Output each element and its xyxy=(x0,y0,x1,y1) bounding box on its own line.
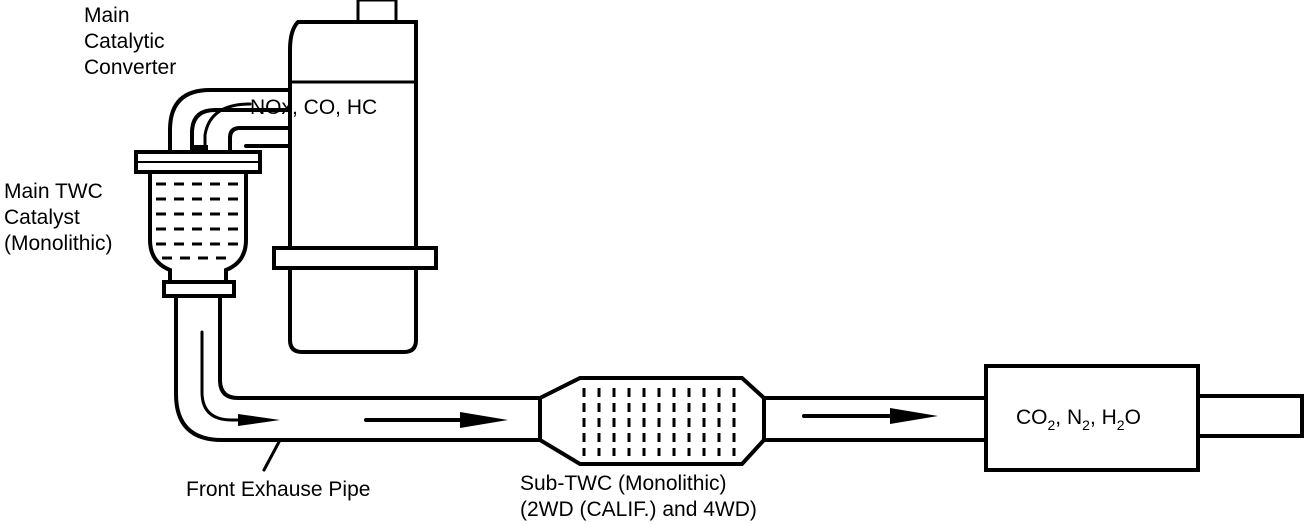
gases-in-label: NOx, CO, HC xyxy=(250,96,377,119)
front-pipe-label: Front Exhause Pipe xyxy=(186,478,370,501)
rear-exhaust-pipe xyxy=(762,396,988,442)
front-exhaust-pipe xyxy=(174,294,542,442)
converter-inlet-pipes xyxy=(168,88,292,154)
muffler xyxy=(984,364,1304,472)
gases-out-label: CO2, N2, H2O xyxy=(1016,406,1141,433)
sub-twc-cells xyxy=(582,388,736,456)
main-twc-catalyst xyxy=(134,150,262,298)
sub-twc-label: Sub-TWC (Monolithic) (2WD (CALIF.) and 4… xyxy=(520,472,757,521)
sub-twc xyxy=(538,376,766,466)
main-catalytic-converter xyxy=(272,0,438,354)
twc-monolith-cells xyxy=(156,182,240,260)
front-pipe-leader xyxy=(262,438,282,472)
main-converter-label: Main Catalytic Converter xyxy=(84,4,176,79)
flow-arrows-horizontal xyxy=(238,408,938,428)
main-twc-label: Main TWC Catalyst (Monolithic) xyxy=(4,180,113,255)
